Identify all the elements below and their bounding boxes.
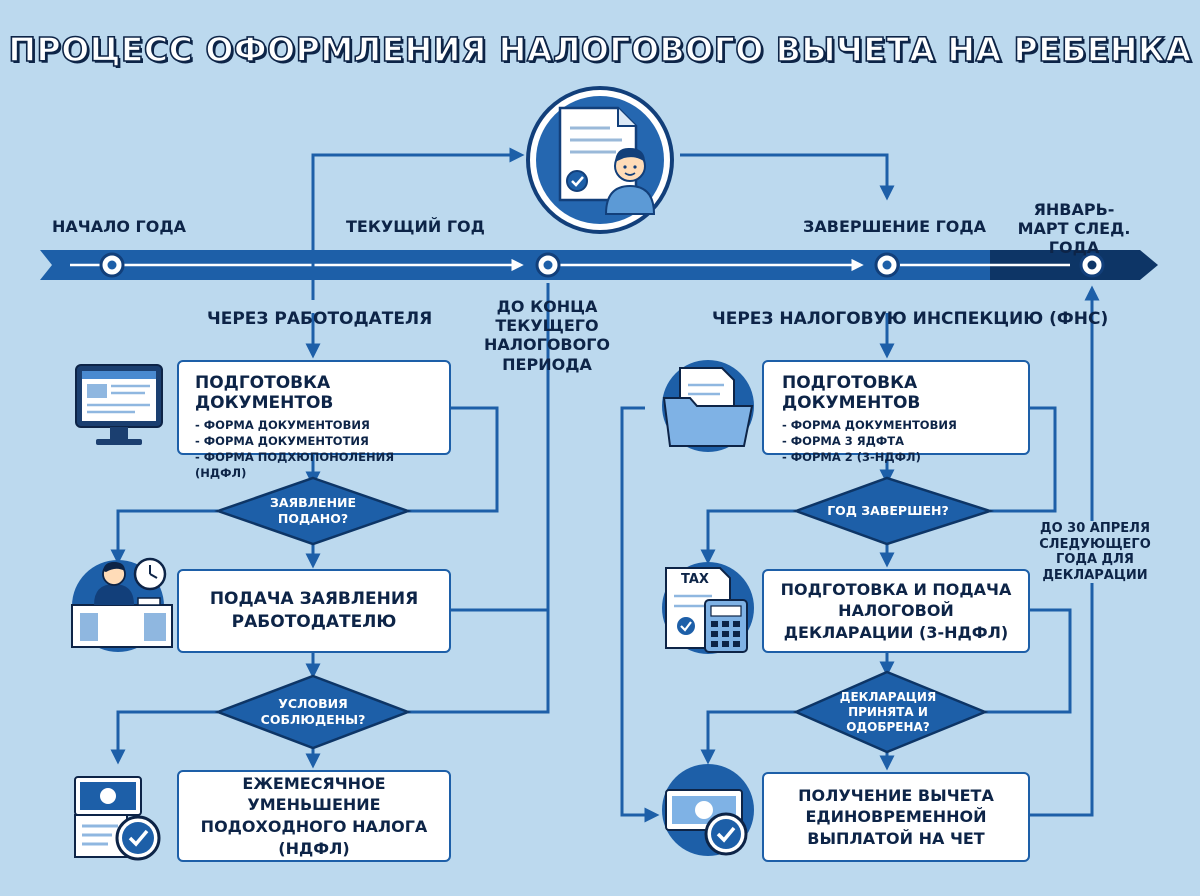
fns-heading: ЧЕРЕЗ НАЛОГОВУЮ ИНСПЕКЦИЮ (ФНС): [712, 309, 1109, 329]
folder-documents-icon: [662, 360, 754, 452]
decision-conditions-met: [214, 674, 412, 750]
decision-year-completed-label: ГОД ЗАВЕРШЕН?: [827, 503, 949, 519]
decision-declaration-approved-label: ДЕКЛАРАЦИЯ ПРИНЯТА И ОДОБРЕНА?: [839, 689, 937, 734]
employer-docs-item: ФОРМА ДОКУМЕНТОВИЯ: [195, 417, 433, 433]
document-with-person-icon: [526, 86, 674, 234]
fns-docs-box: ПОДГОТОВКА ДОКУМЕНТОВ ФОРМА ДОКУМЕНТОВИЯ…: [762, 360, 1030, 464]
employer-docs-title: ПОДГОТОВКА ДОКУМЕНТОВ: [195, 373, 334, 413]
decision-application-submitted: [214, 476, 412, 546]
employer-result-box: ЕЖЕМЕСЯЧНОЕ УМЕНЬШЕНИЕ ПОДОХОДНОГО НАЛОГ…: [177, 770, 451, 862]
deadline-note: ДО 30 АПРЕЛЯ СЛЕДУЮЩЕГО ГОДА ДЛЯ ДЕКЛАРА…: [1020, 521, 1170, 584]
clock-icon: [133, 557, 167, 591]
decision-year-completed: [792, 476, 995, 546]
timeline-bar: [40, 250, 1158, 280]
employer-docs-item: ФОРМА ПОДХЮПОНОЛЕНИЯ (НДФЛ): [195, 449, 433, 481]
employer-heading: ЧЕРЕЗ РАБОТОДАТЕЛЯ: [207, 309, 433, 329]
employer-docs-item: ФОРМА ДОКУМЕНТОТИЯ: [195, 433, 433, 449]
fns-docs-item: ФОРМА 3 ЯДФТА: [782, 433, 1010, 449]
tax-calculator-icon: [662, 562, 754, 654]
timeline-label-next: ЯНВАРЬ-МАРТ СЛЕД. ГОДА: [1017, 200, 1131, 258]
fns-docs-title: ПОДГОТОВКА ДОКУМЕНТОВ: [782, 373, 921, 413]
decision-application-submitted-label: ЗАЯВЛЕНИЕ ПОДАНО?: [269, 495, 357, 526]
connectors: [110, 147, 1100, 823]
decision-declaration-approved: [792, 670, 989, 754]
timeline-label-start: НАЧАЛО ГОДА: [52, 217, 186, 236]
page-title: ПРОЦЕСС ОФОРМЛЕНИЯ НАЛОГОВОГО ВЫЧЕТА НА …: [8, 29, 1192, 70]
tax-label: TAX: [681, 572, 709, 587]
money-check-icon: [74, 776, 161, 861]
fns-declaration-box: ПОДГОТОВКА И ПОДАЧА НАЛОГОВОЙ ДЕКЛАРАЦИИ…: [762, 569, 1030, 653]
computer-monitor-icon: [75, 364, 163, 445]
money-check-icon: [662, 764, 754, 856]
timeline-label-current: ТЕКУЩИЙ ГОД: [346, 217, 485, 236]
fns-result-box: ПОЛУЧЕНИЕ ВЫЧЕТА ЕДИНОВРЕМЕННОЙ ВЫПЛАТОЙ…: [762, 772, 1030, 862]
fns-docs-item: ФОРМА ДОКУМЕНТОВИЯ: [782, 417, 1010, 433]
employer-docs-box: ПОДГОТОВКА ДОКУМЕНТОВ ФОРМА ДОКУМЕНТОВИЯ…: [177, 360, 451, 480]
employer-submit-box: ПОДАЧА ЗАЯВЛЕНИЯ РАБОТОДАТЕЛЮ: [177, 569, 451, 653]
period-end-note: ДО КОНЦА ТЕКУЩЕГО НАЛОГОВОГО ПЕРИОДА: [483, 297, 611, 374]
fns-docs-item: ФОРМА 2 (3-НДФЛ): [782, 449, 1010, 465]
timeline-label-end: ЗАВЕРШЕНИЕ ГОДА: [803, 217, 987, 236]
decision-conditions-met-label: УСЛОВИЯ СОБЛЮДЕНЫ?: [260, 696, 366, 727]
